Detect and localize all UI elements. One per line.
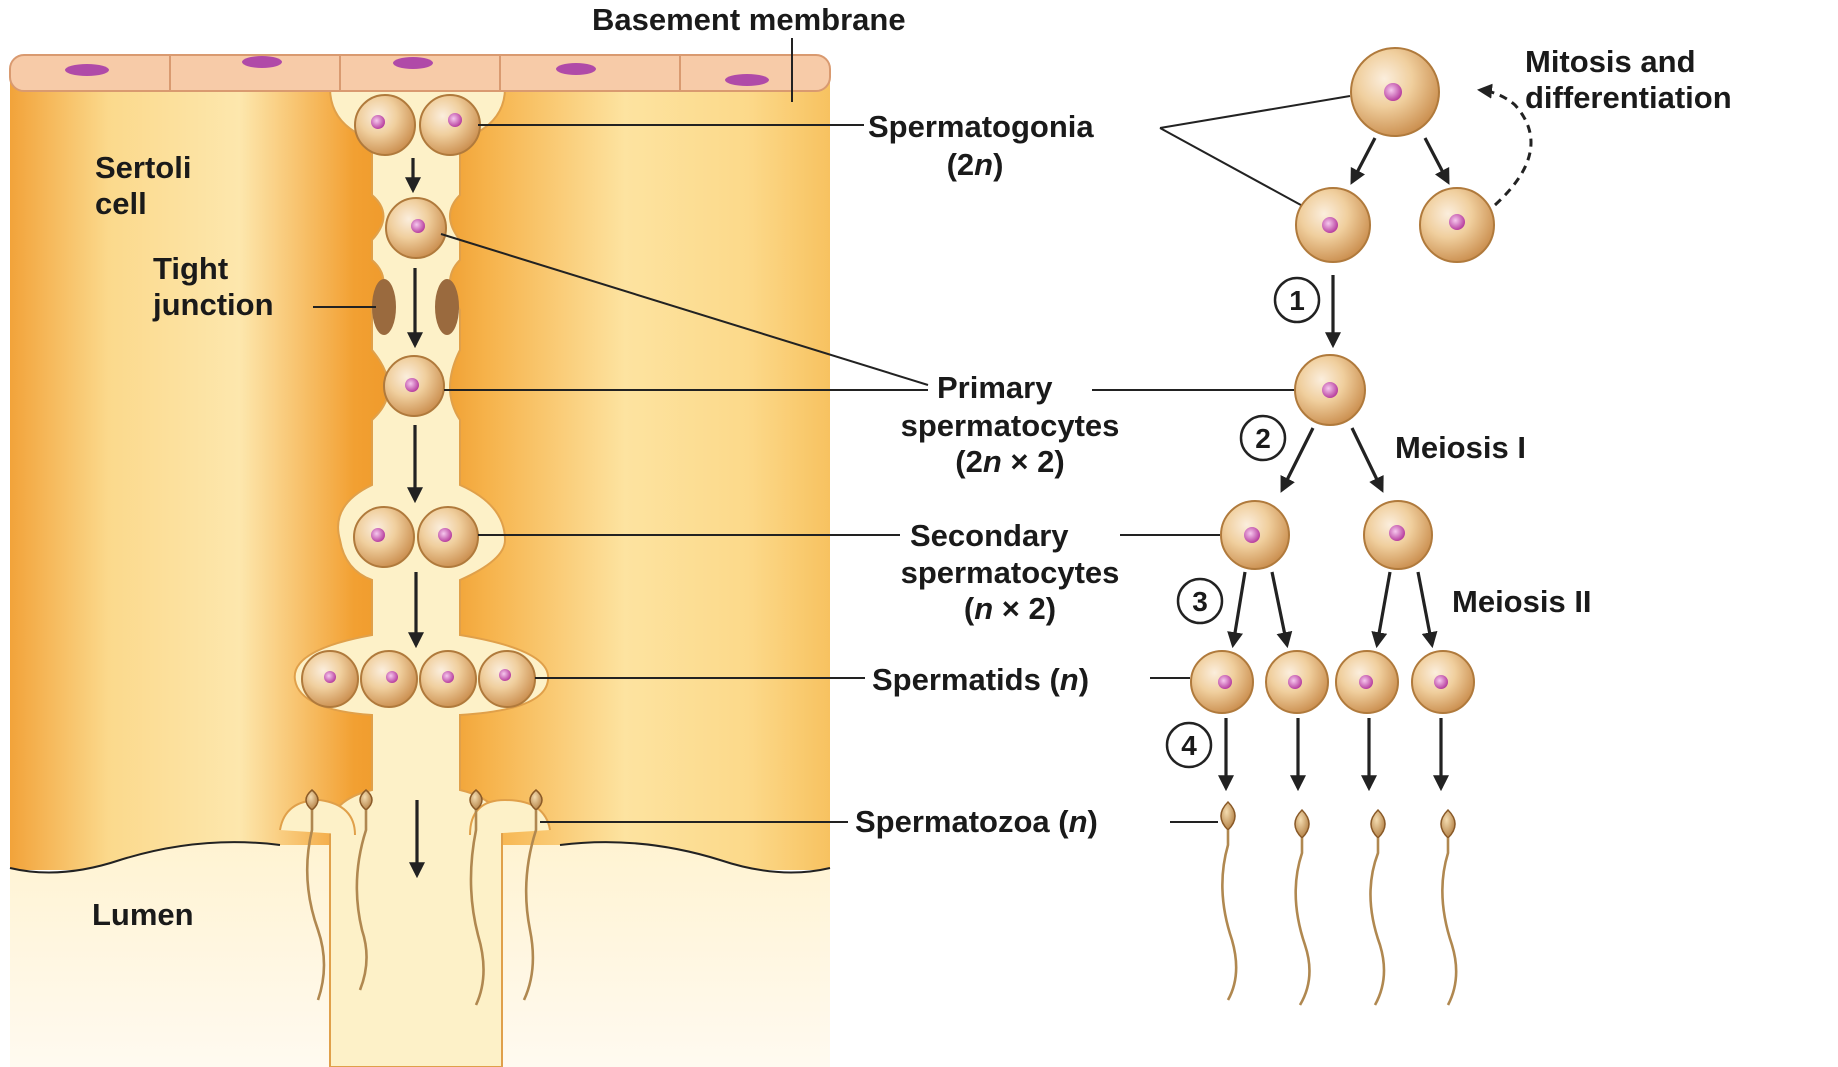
step-4-label: 4 [1181,730,1197,761]
meiosis-2-label: Meiosis II [1452,584,1592,619]
tubule-primary-spermatocyte-2 [384,356,444,416]
primary-label-line-2: spermatocytes [901,408,1120,443]
spermatogonia-label: Spermatogonia [868,109,1094,144]
spermatogonia-ploidy: (2n) [947,147,1004,182]
secondary-label-line-2: spermatocytes [901,555,1120,590]
step-1-label: 1 [1289,285,1305,316]
sertoli-cell-label-line-1: Sertoli [95,150,191,185]
spermatogonium-daughters [1296,188,1494,262]
lineage-cells [1191,48,1494,1005]
spermatozoa-label: Spermatozoa (n) [855,804,1098,839]
meiosis-1-label: Meiosis I [1395,430,1526,465]
spermatozoa [1221,802,1456,1005]
mitosis-label-line-2: differentiation [1525,80,1732,115]
step-3-label: 3 [1192,586,1208,617]
secondary-spermatocytes [1221,501,1432,569]
lumen-label: Lumen [92,897,194,932]
basement-membrane-label: Basement membrane [592,2,906,37]
center-labels: Spermatogonia (2n) Primary spermatocytes… [855,109,1119,839]
basement-membrane [10,55,830,91]
spermatids-label: Spermatids (n) [872,662,1089,697]
mitosis-label-line-1: Mitosis and [1525,44,1696,79]
tight-junction-label-line-1: Tight [153,251,228,286]
tight-junction-label-line-2: junction [152,287,274,322]
primary-spermatocyte [1295,355,1365,425]
primary-ploidy: (2n × 2) [955,444,1064,479]
secondary-label-line-1: Secondary [910,518,1069,553]
spermatids [1191,651,1474,713]
secondary-ploidy: (n × 2) [964,591,1056,626]
stem-spermatogonium [1351,48,1439,136]
sertoli-cell-label-line-2: cell [95,186,147,221]
tubule-primary-spermatocyte-1 [386,198,446,258]
step-2-label: 2 [1255,423,1271,454]
primary-label-line-1: Primary [937,370,1053,405]
